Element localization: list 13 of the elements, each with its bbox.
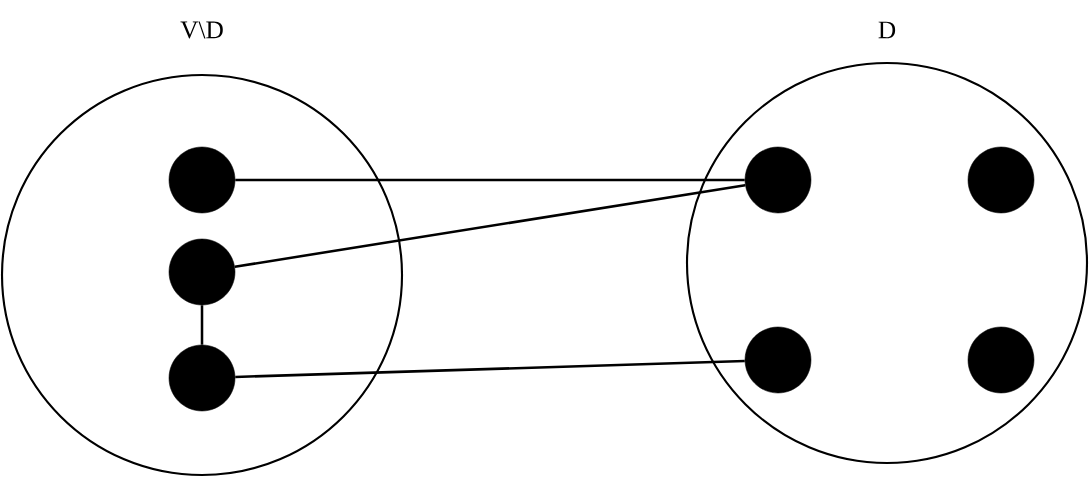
dot: [967, 146, 1035, 214]
set-label: V\D: [180, 21, 223, 39]
connector-line: [235, 359, 745, 379]
dot: [967, 326, 1035, 394]
dot: [168, 238, 236, 306]
set-label: D: [878, 21, 896, 39]
dot: [168, 146, 236, 214]
dot: [744, 146, 812, 214]
connector-line: [200, 305, 204, 345]
connector-line: [235, 178, 745, 182]
dot: [744, 326, 812, 394]
connector-line: [234, 184, 746, 268]
dot: [168, 344, 236, 412]
